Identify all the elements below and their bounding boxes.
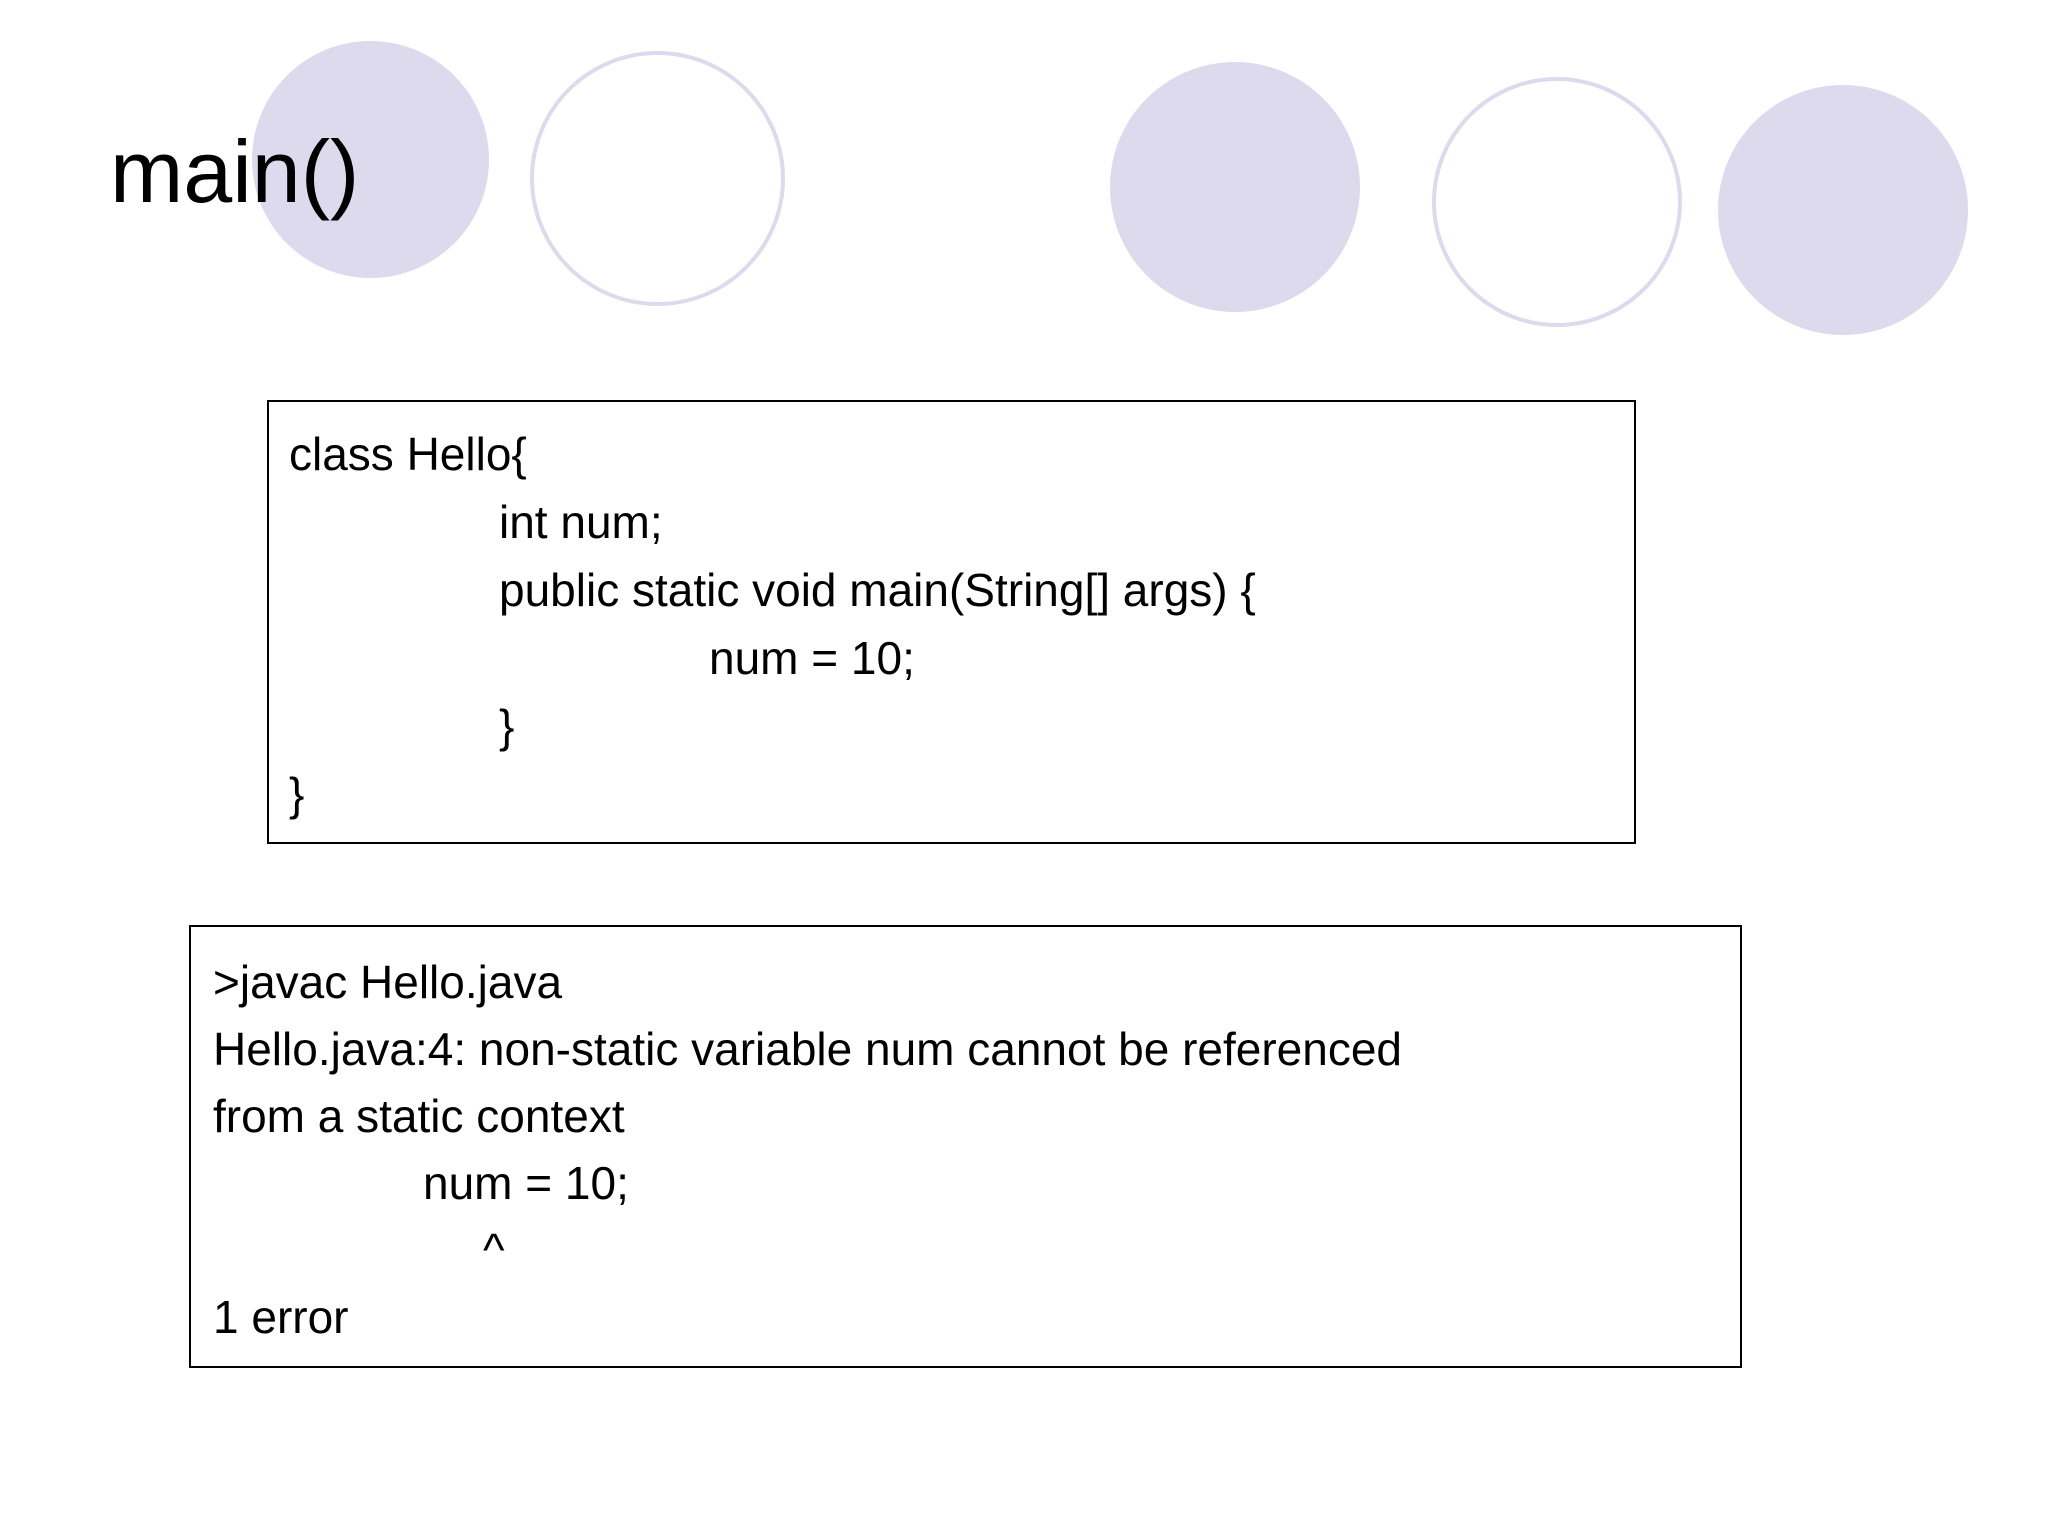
code-line: }: [499, 700, 515, 752]
console-line-caret: ^: [483, 1224, 505, 1276]
decorative-circle-5-filled: [1718, 85, 1968, 335]
code-line: int num;: [499, 496, 663, 548]
decorative-circle-2-outlined: [530, 51, 785, 306]
decorative-circle-4-outlined: [1432, 77, 1682, 327]
console-line-command: >javac Hello.java: [213, 956, 563, 1008]
console-line-error-continued: from a static context: [213, 1090, 625, 1142]
console-line-error: Hello.java:4: non-static variable num ca…: [213, 1023, 1403, 1075]
console-line-source: num = 10;: [423, 1157, 629, 1209]
code-line: class Hello{: [289, 428, 527, 480]
code-line: num = 10;: [709, 632, 915, 684]
compiler-output-box: >javac Hello.java Hello.java:4: non-stat…: [189, 925, 1742, 1368]
console-line-summary: 1 error: [213, 1291, 349, 1343]
code-snippet-box: class Hello{ int num; public static void…: [267, 400, 1636, 844]
decorative-circle-3-filled: [1110, 62, 1360, 312]
code-line: public static void main(String[] args) {: [499, 564, 1256, 616]
code-line: }: [289, 768, 305, 820]
slide-title: main(): [110, 122, 360, 221]
